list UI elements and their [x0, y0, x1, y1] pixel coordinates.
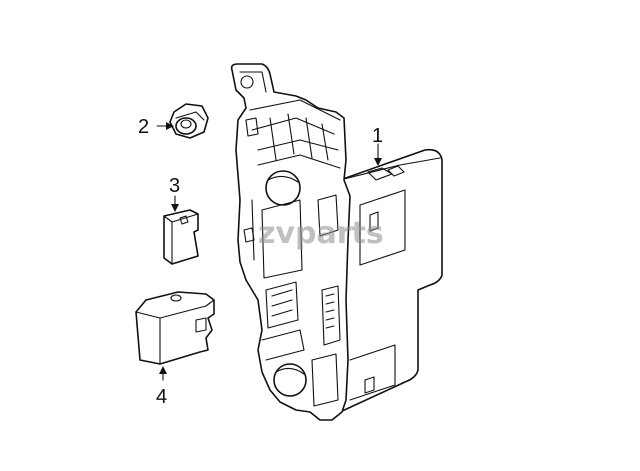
callout-1: 1	[372, 125, 383, 147]
junction-block-frame	[230, 63, 351, 421]
watermark-logo: zvparts	[258, 216, 384, 251]
part-4-module	[135, 291, 215, 365]
part-3-relay	[163, 209, 199, 265]
part-1-housing	[339, 148, 443, 413]
callout-3: 3	[169, 175, 180, 197]
callout-2: 2	[138, 116, 149, 138]
part-2-nut	[169, 103, 209, 139]
leader-lines	[156, 122, 382, 381]
callout-4: 4	[156, 386, 167, 408]
